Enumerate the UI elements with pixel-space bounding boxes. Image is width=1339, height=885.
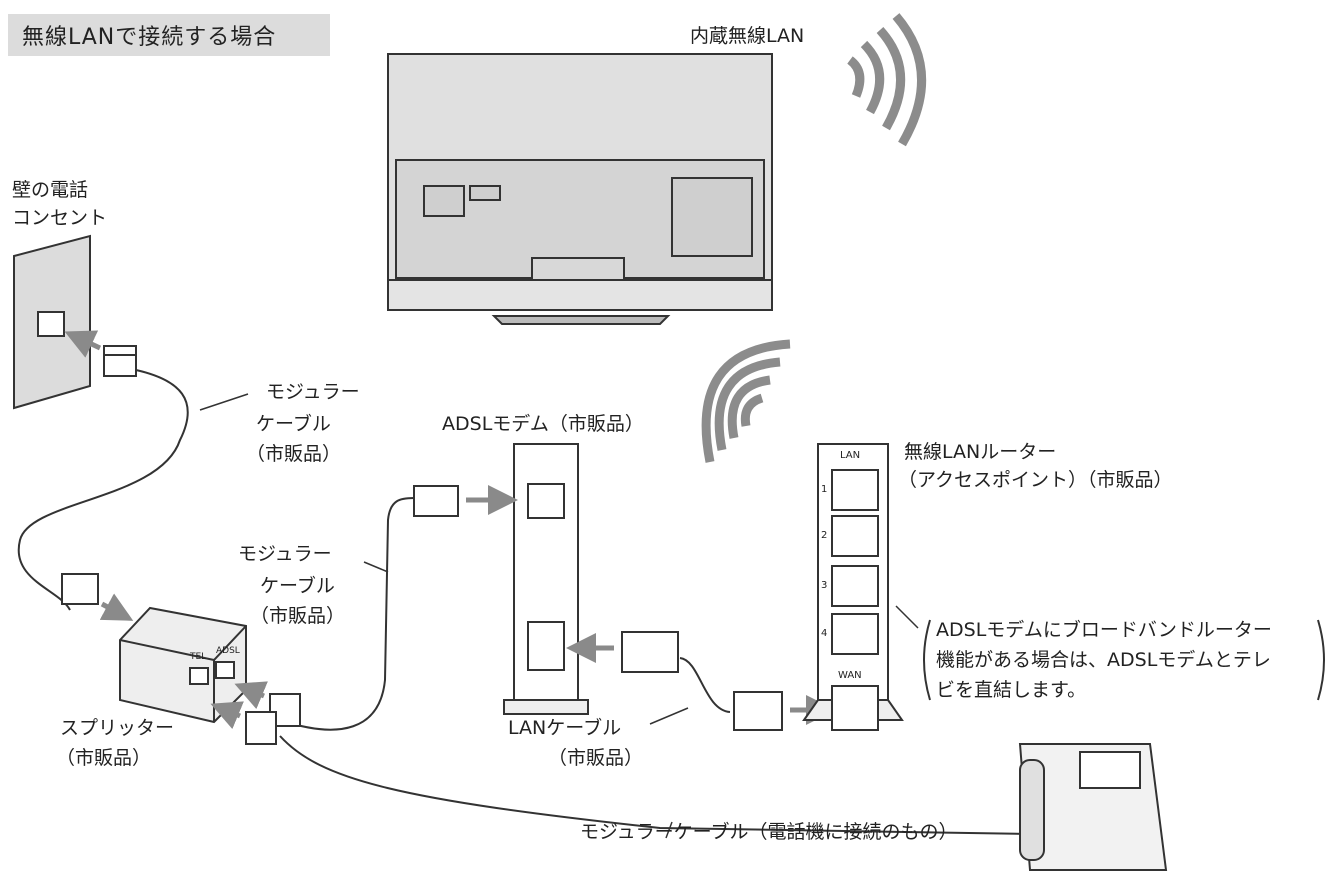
note-line-2: 機能がある場合は、ADSLモデムとテレ (936, 649, 1271, 671)
wall-outlet (13, 234, 91, 410)
modular-plug-modem (413, 485, 459, 517)
wireless-router (802, 443, 904, 731)
tv-rear-view (387, 53, 773, 325)
adsl-modem-label: ADSLモデム（市販品） (442, 413, 644, 435)
splitter-port-adsl: ADSL (216, 646, 240, 656)
telephone (1018, 743, 1168, 871)
cables (17, 369, 1031, 835)
modular-cable-phone-label: モジュラーケーブル（電話機に接続のもの） (580, 821, 958, 843)
modular-plugs-splitter-out (245, 693, 301, 745)
wall-outlet-label-2: コンセント (12, 207, 108, 229)
modular-cable-mid-label-1: モジュラー (238, 543, 332, 565)
note-line-1: ADSLモデムにブロードバンドルーター (936, 619, 1272, 641)
router-wireless-waves (701, 339, 791, 463)
router-port-4: 4 (821, 628, 828, 639)
router-port-lan-label: LAN (840, 450, 861, 461)
wall-outlet-label-1: 壁の電話 (12, 179, 89, 201)
router-label-2: （アクセスポイント）（市販品） (898, 469, 1173, 491)
router-port-wan-label: WAN (838, 670, 862, 681)
modular-plug-splitter (61, 573, 99, 605)
modular-plug-wall (103, 345, 137, 377)
lan-cable-label-2: （市販品） (548, 747, 644, 769)
note-line-3: ビを直結します。 (936, 679, 1087, 701)
splitter (119, 606, 247, 724)
splitter-port-tel: TEL (190, 652, 207, 662)
modular-cable-top-label-1: モジュラー (266, 381, 360, 403)
page-title: 無線LANで接続する場合 (22, 25, 277, 50)
lan-cable-label-1: LANケーブル (508, 717, 622, 739)
modular-cable-top-label-3: （市販品） (246, 443, 342, 465)
builtin-wireless-label: 内蔵無線LAN (690, 25, 805, 47)
lan-cable-plugs (621, 631, 783, 731)
modular-cable-top-label-2: ケーブル (256, 413, 331, 435)
router-port-2: 2 (821, 530, 828, 541)
heading-background (8, 14, 330, 56)
router-port-3: 3 (821, 580, 828, 591)
modular-cable-mid-label-3: （市販品） (250, 605, 346, 627)
router-port-1: 1 (821, 484, 828, 495)
splitter-label-1: スプリッター (60, 717, 175, 739)
tv-wireless-waves (847, 13, 927, 147)
modular-cable-mid-label-2: ケーブル (260, 575, 335, 597)
splitter-label-2: （市販品） (56, 747, 152, 769)
adsl-modem (503, 443, 589, 715)
router-label-1: 無線LANルーター (904, 441, 1057, 463)
